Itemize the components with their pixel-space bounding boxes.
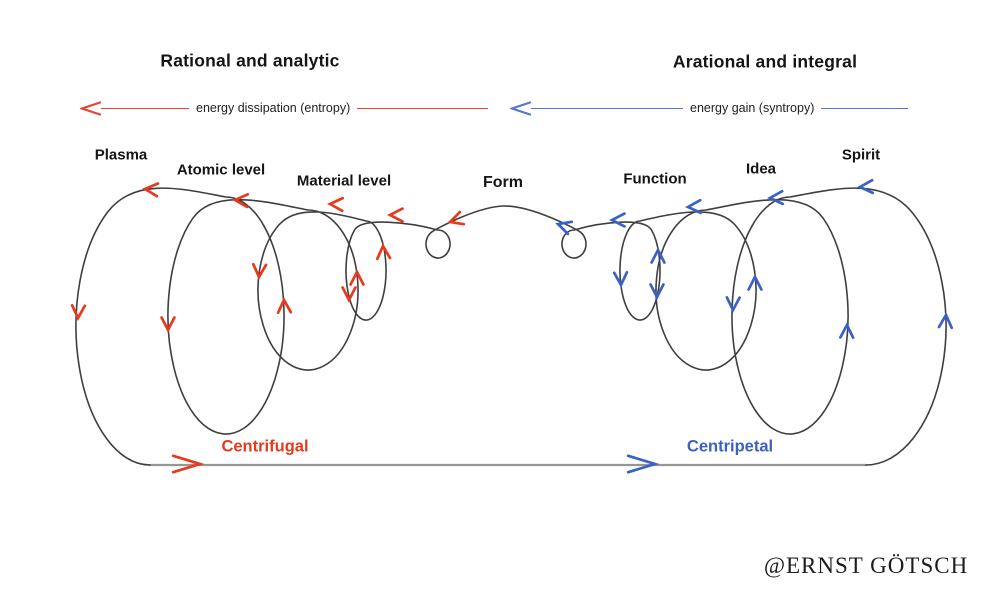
- stage-label-material-level: Material level: [296, 172, 392, 190]
- centripetal-flow-arrow-icon: [857, 178, 875, 195]
- pole-label-centrifugal: Centrifugal: [221, 437, 309, 456]
- centrifugal-flow-arrow-icon: [387, 207, 404, 223]
- centrifugal-flow-arrow-icon: [349, 269, 365, 286]
- centrifugal-flow-arrow-icon: [276, 297, 293, 315]
- syntropy-arrow-row: energy gain (syntropy): [510, 100, 908, 116]
- centripetal-flow-arrow-icon: [725, 296, 741, 313]
- centripetal-flow-arrow-icon: [767, 189, 785, 206]
- entropy-left-arrowhead-icon: [80, 101, 101, 116]
- centrifugal-flow-arrow-icon: [232, 192, 250, 209]
- centrifugal-flow-arrow-icon: [341, 286, 357, 303]
- centripetal-flow-arrow-icon: [609, 212, 626, 228]
- pole-label-centripetal: Centripetal: [686, 437, 774, 456]
- centrifugal-flow-arrow-icon: [447, 210, 466, 226]
- centripetal-flow-arrow-icon: [649, 283, 665, 300]
- centripetal-flow-arrow-icon: [937, 312, 954, 330]
- header-rational-analytic: Rational and analytic: [160, 50, 340, 71]
- centripetal-flow-arrow-icon: [747, 274, 763, 291]
- entropy-arrow-row: energy dissipation (entropy): [80, 100, 488, 116]
- entropy-label: energy dissipation (entropy): [196, 101, 351, 115]
- centripetal-flow-arrow-icon: [685, 198, 703, 215]
- centripetal-flow-arrow-icon: [555, 220, 574, 236]
- centrifugal-flow-arrow-icon: [251, 262, 268, 280]
- centrifugal-spiral-path: [75, 187, 506, 466]
- author-credit: @ERNST GÖTSCH: [763, 553, 969, 578]
- centrifugal-flow-arrow-icon: [160, 316, 176, 333]
- centrifugal-flow-arrow-icon: [70, 303, 87, 321]
- stage-label-atomic-level: Atomic level: [176, 161, 266, 179]
- stage-label-spirit: Spirit: [841, 146, 881, 164]
- centripetal-flow-arrow-icon: [839, 322, 855, 339]
- centripetal-flow-arrow-icon: [612, 270, 629, 288]
- stage-label-idea: Idea: [745, 160, 777, 178]
- stage-label-plasma: Plasma: [94, 146, 148, 164]
- centrifugal-flow-arrow-icon: [171, 454, 205, 474]
- syntropy-left-arrowhead-icon: [510, 101, 531, 116]
- entropy-line-left: [101, 108, 189, 109]
- syntropy-line-right: [821, 108, 908, 109]
- centripetal-flow-arrow-icon: [626, 454, 660, 474]
- header-arational-integral: Arational and integral: [672, 51, 858, 72]
- stage-label-form: Form: [483, 174, 523, 191]
- centrifugal-flow-arrow-icon: [375, 243, 392, 261]
- stage-label-function: Function: [623, 170, 687, 188]
- centrifugal-flow-arrow-icon: [142, 182, 160, 198]
- syntropy-label: energy gain (syntropy): [690, 101, 815, 115]
- centripetal-flow-arrow-icon: [650, 247, 666, 264]
- centrifugal-flow-arrow-icon: [327, 196, 345, 213]
- centripetal-spiral-path: [504, 187, 947, 466]
- entropy-line-right: [357, 108, 488, 109]
- syntropy-line-left: [531, 108, 683, 109]
